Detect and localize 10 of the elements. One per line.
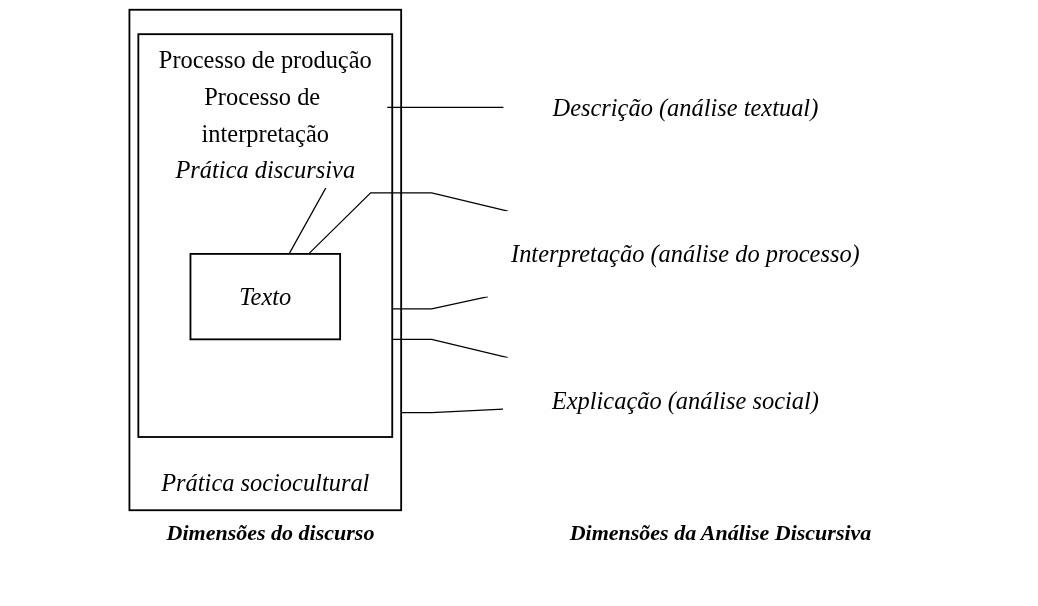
- node-text: Descrição (análise textual): [552, 93, 819, 121]
- caption-text: Dimensões da Análise Discursiva: [569, 520, 872, 546]
- connector: [391, 338, 509, 359]
- connector: [391, 296, 489, 310]
- connector: [400, 408, 504, 414]
- node-text: Interpretação (análise do processo): [511, 240, 860, 268]
- caption-text: Dimensões do discurso: [166, 520, 375, 546]
- node-text: Explicação (análise social): [551, 386, 819, 414]
- node-box: Texto: [189, 253, 342, 341]
- connector: [308, 192, 509, 255]
